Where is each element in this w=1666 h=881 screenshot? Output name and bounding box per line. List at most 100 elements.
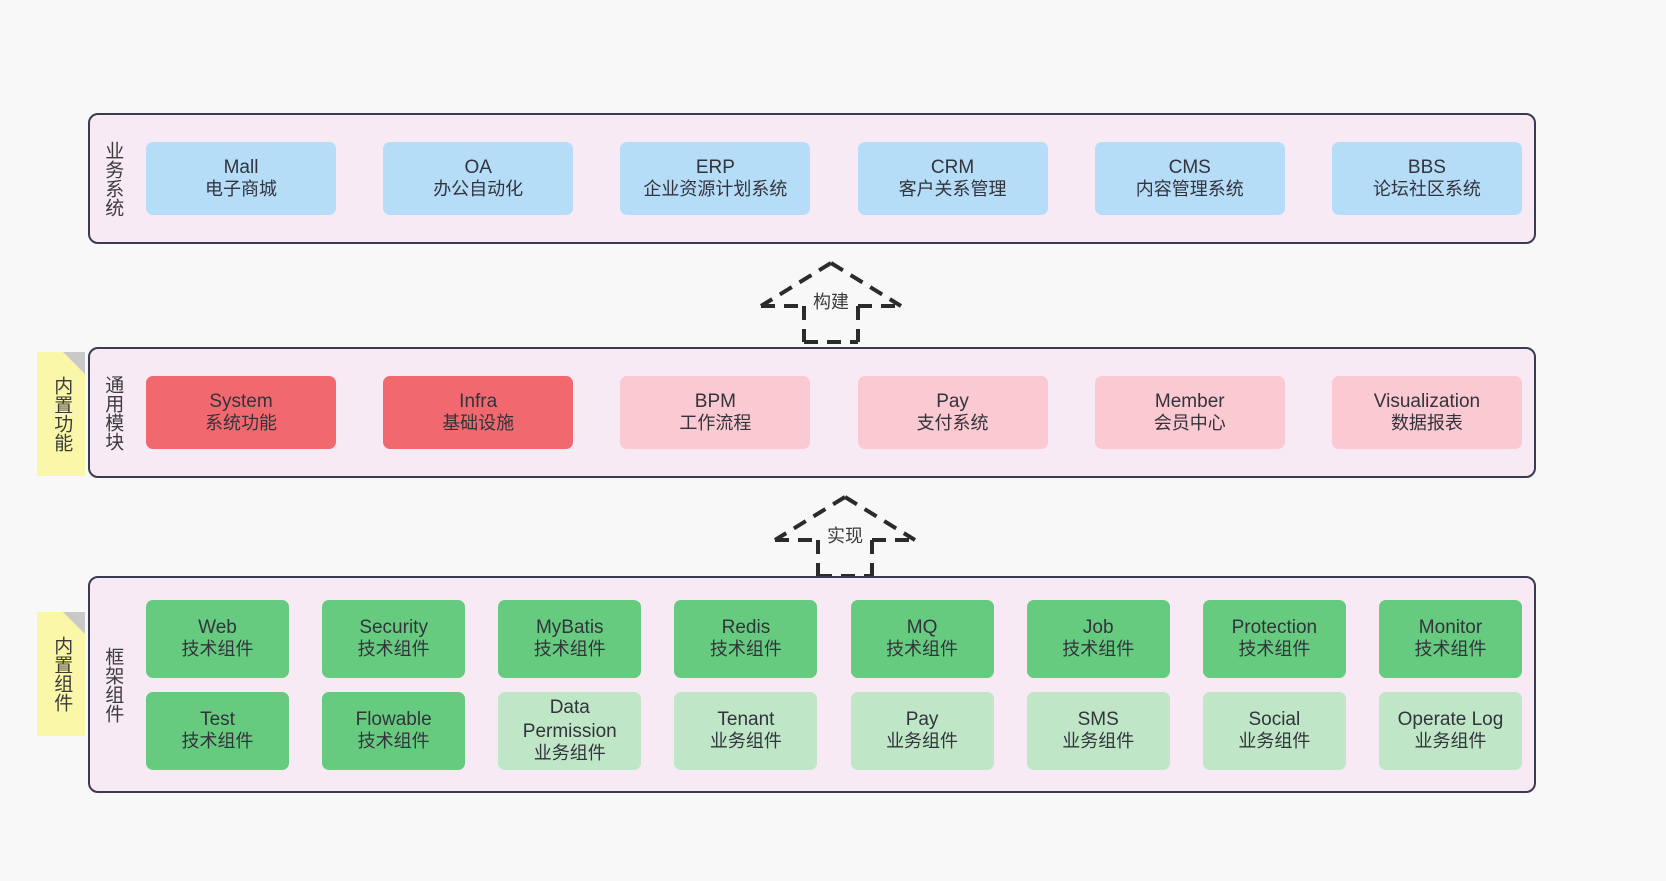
module-card-bpm[interactable]: BPM 工作流程 [620,376,811,449]
card-title-en: ERP [695,156,735,178]
card-title-en: MQ [906,616,938,638]
layer-title-framework-components: 框架组件 [102,646,124,723]
component-card-monitor[interactable]: Monitor 技术组件 [1378,599,1522,678]
component-card-redis[interactable]: Redis 技术组件 [674,599,818,678]
card-title-cn: 业务组件 [709,731,782,752]
component-card-protection[interactable]: Protection 技术组件 [1202,599,1346,678]
layer-title-business-systems: 业务系统 [102,140,124,217]
module-card-crm[interactable]: CRM 客户关系管理 [857,142,1048,215]
card-title-cn: 会员中心 [1153,413,1226,434]
note-built-in-components: 内置组件 [37,612,85,736]
card-title-cn: 企业资源计划系统 [643,179,788,200]
card-title-cn: 技术组件 [1238,639,1311,660]
component-card-flowable[interactable]: Flowable 技术组件 [322,691,466,770]
connector-build-label: 构建 [813,292,849,312]
card-title-en: BPM [694,390,736,412]
card-title-en: Web [198,616,237,638]
card-title-en: System [209,390,273,412]
module-card-pay[interactable]: Pay 支付系统 [857,376,1048,449]
component-card-mybatis[interactable]: MyBatis 技术组件 [498,599,642,678]
card-title-en: Pay [905,708,939,730]
component-card-web[interactable]: Web 技术组件 [146,599,289,678]
card-title-cn: 数据报表 [1390,413,1463,434]
layer-body-framework-components: Web 技术组件 Security 技术组件 MyBatis 技术组件 Redi… [134,578,1534,791]
card-title-cn: 技术组件 [886,639,959,660]
card-row: Mall 电子商城 OA 办公自动化 ERP 企业资源计划系统 CRM 客户关系… [146,142,1522,215]
card-title-en: BBS [1407,156,1446,178]
card-title-cn: 办公自动化 [433,179,524,200]
module-card-cms[interactable]: CMS 内容管理系统 [1094,142,1285,215]
card-title-cn: 技术组件 [181,639,254,660]
component-card-data-permission[interactable]: Data Permission 业务组件 [498,691,642,770]
arrow-head-left-edge [759,261,833,308]
card-row: System 系统功能 Infra 基础设施 BPM 工作流程 Pay 支付系统… [146,376,1522,449]
card-title-en: Protection [1231,616,1318,638]
component-card-mq[interactable]: MQ 技术组件 [850,599,994,678]
card-title-en: CRM [930,156,975,178]
module-card-mall[interactable]: Mall 电子商城 [146,142,336,215]
card-title-en: SMS [1077,708,1119,730]
layer-common-modules: 通用模块 System 系统功能 Infra 基础设施 BPM 工作流程 Pay… [88,347,1536,478]
card-row-business: Test 技术组件 Flowable 技术组件 Data Permission … [146,691,1522,770]
card-title-cn: 技术组件 [709,639,782,660]
card-title-cn: 客户关系管理 [898,179,1007,200]
connector-implement: 实现 [770,492,920,578]
layer-framework-components: 框架组件 Web 技术组件 Security 技术组件 MyBatis 技术组件… [88,576,1536,793]
note-built-in-features: 内置功能 [37,352,85,476]
card-title-en: Mall [223,156,259,178]
card-title-cn: 技术组件 [357,639,430,660]
component-card-security[interactable]: Security 技术组件 [322,599,466,678]
arrow-head-right-edge [829,261,903,308]
component-card-sms[interactable]: SMS 业务组件 [1026,691,1170,770]
module-card-system[interactable]: System 系统功能 [146,376,336,449]
layer-body-business-systems: Mall 电子商城 OA 办公自动化 ERP 企业资源计划系统 CRM 客户关系… [134,115,1534,242]
card-title-en: Redis [721,616,771,638]
card-title-en: Infra [459,390,498,412]
card-title-en: Visualization [1373,390,1481,412]
card-title-en: Pay [936,390,969,412]
card-title-en: Member [1154,390,1225,412]
card-title-cn: 系统功能 [205,413,277,434]
card-title-en: CMS [1168,156,1211,178]
card-title-en: Tenant [717,708,775,730]
arrow-head-right-edge [843,495,917,542]
card-title-cn: 业务组件 [1414,731,1487,752]
component-card-tenant[interactable]: Tenant 业务组件 [674,691,818,770]
card-title-cn: 内容管理系统 [1135,179,1244,200]
card-title-en: MyBatis [535,616,604,638]
module-card-visualization[interactable]: Visualization 数据报表 [1331,376,1522,449]
module-card-bbs[interactable]: BBS 论坛社区系统 [1331,142,1522,215]
note-label: 内置组件 [51,636,73,712]
module-card-oa[interactable]: OA 办公自动化 [383,142,574,215]
card-title-en: Operate Log [1397,708,1504,730]
card-title-cn: 技术组件 [1414,639,1487,660]
card-row-technical: Web 技术组件 Security 技术组件 MyBatis 技术组件 Redi… [146,599,1522,678]
component-card-job[interactable]: Job 技术组件 [1026,599,1170,678]
card-title-en: Test [200,708,235,730]
card-title-cn: 技术组件 [533,639,606,660]
component-card-pay[interactable]: Pay 业务组件 [850,691,994,770]
module-card-erp[interactable]: ERP 企业资源计划系统 [620,142,811,215]
card-title-cn: 业务组件 [1238,731,1311,752]
card-title-cn: 业务组件 [886,731,959,752]
card-title-cn: 工作流程 [679,413,752,434]
layer-business-systems: 业务系统 Mall 电子商城 OA 办公自动化 ERP 企业资源计划系统 CRM… [88,113,1536,244]
connector-build: 构建 [756,258,906,344]
module-card-infra[interactable]: Infra 基础设施 [383,376,574,449]
card-title-en: Social [1248,708,1301,730]
card-title-en: Job [1082,616,1114,638]
card-title-cn: 基础设施 [442,413,515,434]
layer-title-common-modules: 通用模块 [102,374,124,451]
arrow-head-left-edge [773,495,847,542]
card-title-en: Flowable [355,708,432,730]
module-card-member[interactable]: Member 会员中心 [1094,376,1285,449]
card-title-en: OA [464,156,492,178]
component-card-test[interactable]: Test 技术组件 [146,691,289,770]
connector-implement-label: 实现 [827,526,863,546]
component-card-operate-log[interactable]: Operate Log 业务组件 [1378,691,1522,770]
card-title-cn: 业务组件 [533,742,606,763]
component-card-social[interactable]: Social 业务组件 [1202,691,1346,770]
card-title-en: Monitor [1418,616,1483,638]
card-title-cn: 论坛社区系统 [1372,179,1481,200]
